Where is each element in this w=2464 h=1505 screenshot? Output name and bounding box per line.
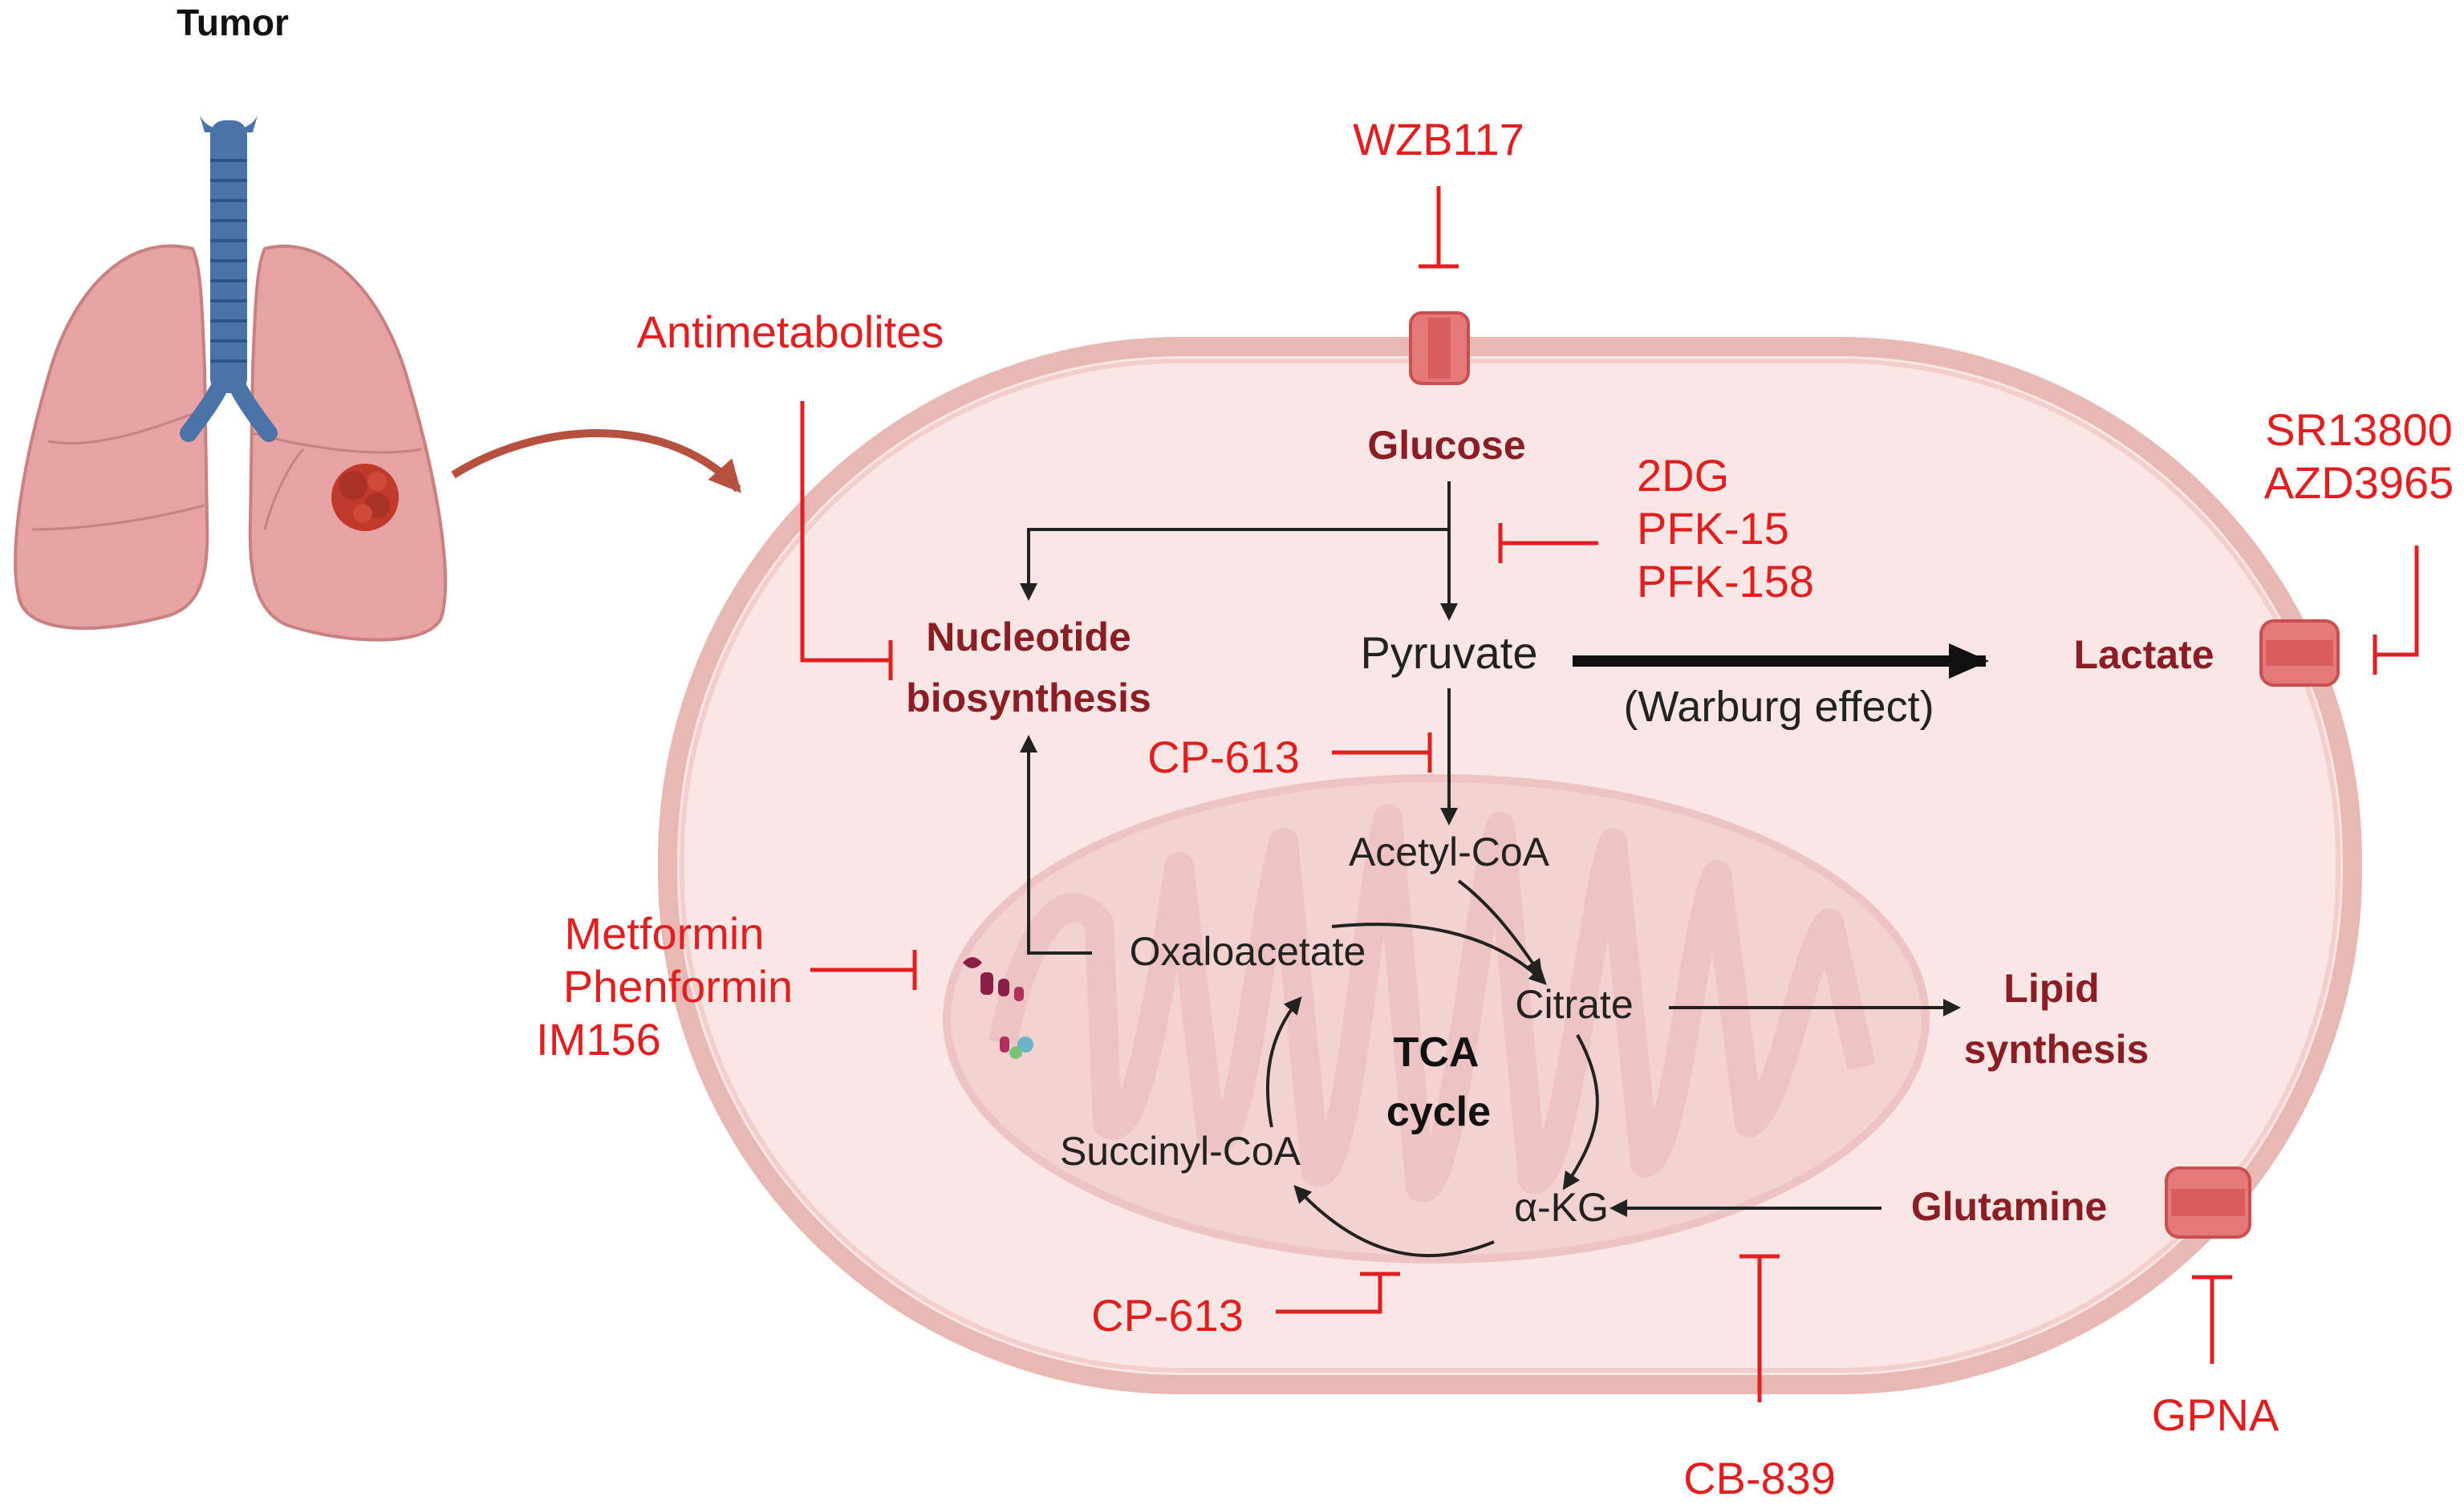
lactate-label: Lactate <box>2073 632 2214 677</box>
transporter-icon <box>2259 619 2340 687</box>
inhibitor-im156: IM156 <box>536 1014 661 1065</box>
pathway-arrows <box>1020 481 1989 1258</box>
inhibitor-antimetabolites: Antimetabolites <box>637 306 944 357</box>
acetyl-coa-label: Acetyl-CoA <box>1349 830 1550 874</box>
pyruvate-label: Pyruvate <box>1361 627 1538 678</box>
inhibitor-pfk158: PFK-158 <box>1637 556 1814 606</box>
inhibitor-wzb117: WZB117 <box>1353 114 1524 164</box>
inhibitor-pfk15: PFK-15 <box>1637 503 1789 554</box>
transporter-icon <box>1409 311 1470 385</box>
lungs-icon <box>14 112 448 642</box>
inhibitor-gpna: GPNA <box>2152 1389 2279 1440</box>
tumor-mass-icon <box>331 464 399 531</box>
tca-label: TCA <box>1394 1029 1480 1076</box>
inhibitor-phenformin: Phenformin <box>563 961 793 1012</box>
nucleotide-label: Nucleotide <box>926 615 1131 659</box>
inhibitor-azd3965: AZD3965 <box>2264 457 2454 508</box>
transporter-icon <box>2165 1166 2251 1239</box>
oxaloacetate-label: Oxaloacetate <box>1130 929 1366 974</box>
inhibitor-sr13800: SR13800 <box>2265 404 2453 455</box>
inhibition-lines <box>800 186 2419 1402</box>
inhibitor-metformin: Metformin <box>565 908 765 959</box>
inhibitor-2dg: 2DG <box>1637 450 1729 501</box>
akg-label: α-KG <box>1514 1185 1609 1230</box>
inhibitor-cp613-bottom: CP-613 <box>1091 1290 1244 1341</box>
inhibitor-cp613-top: CP-613 <box>1147 732 1300 782</box>
succinyl-coa-label: Succinyl-CoA <box>1060 1129 1301 1174</box>
tca-cycle-label: cycle <box>1386 1089 1491 1135</box>
glutamine-label: Glutamine <box>1911 1184 2107 1229</box>
synthesis-label: synthesis <box>1964 1027 2149 1072</box>
tumor-to-cell-arrow <box>451 429 741 493</box>
figure-title: Tumor <box>177 2 289 43</box>
inhibitor-cb839: CB-839 <box>1683 1453 1836 1503</box>
glucose-label: Glucose <box>1367 423 1525 468</box>
citrate-label: Citrate <box>1515 982 1633 1027</box>
electron-transport-chain-icon <box>963 957 1033 1059</box>
biosynthesis-label: biosynthesis <box>906 675 1151 720</box>
warburg-label: (Warburg effect) <box>1623 683 1934 731</box>
lipid-label: Lipid <box>2003 966 2099 1011</box>
